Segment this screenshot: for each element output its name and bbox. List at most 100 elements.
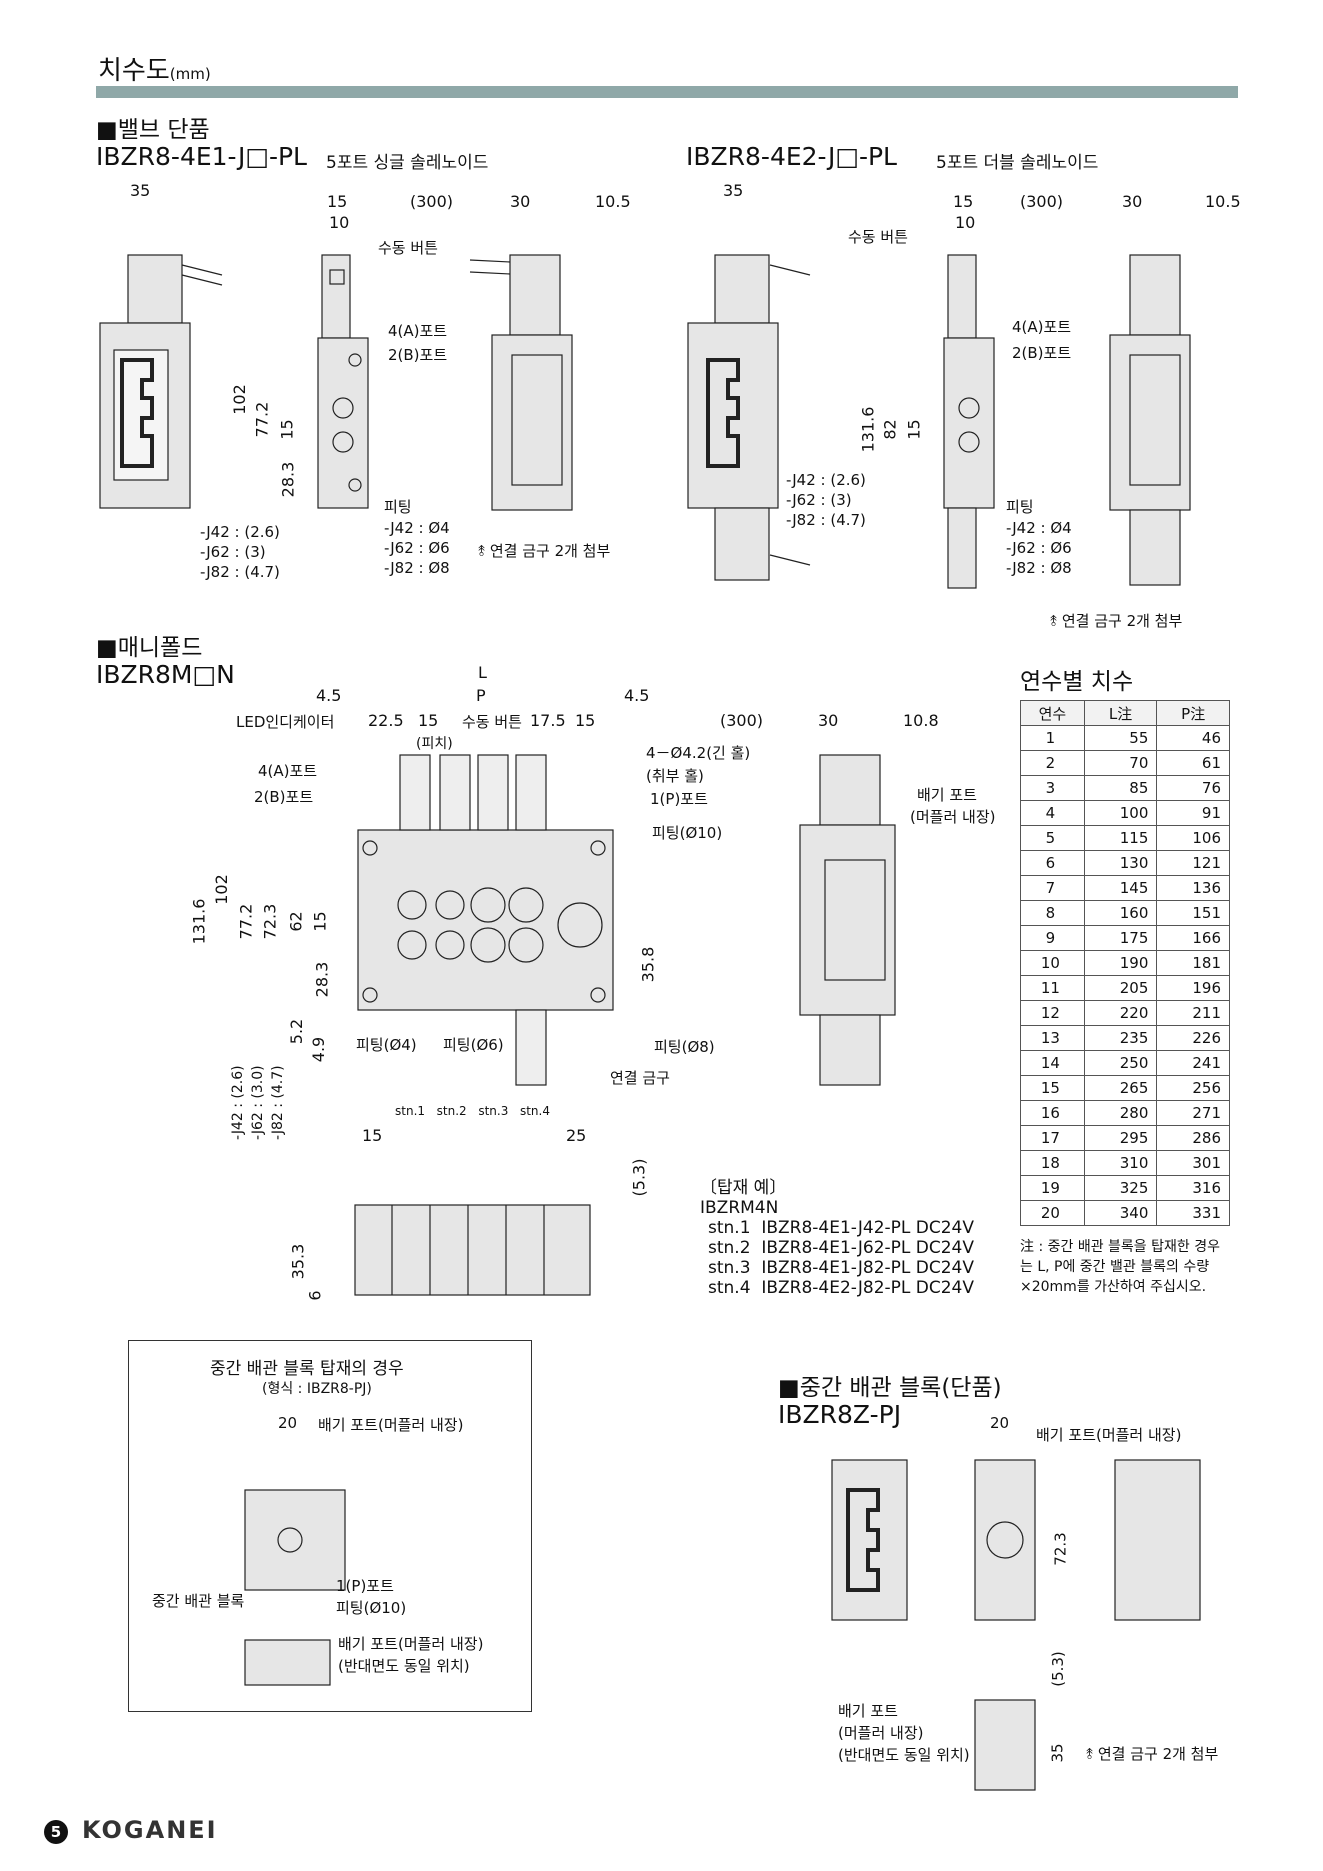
midblock-exhaust: 배기 포트(머플러 내장) xyxy=(1036,1426,1182,1444)
label-port-4a: 4(A)포트 xyxy=(1012,318,1072,336)
table-cell: 331 xyxy=(1156,1200,1230,1226)
station-label: stn.2 xyxy=(436,1104,467,1118)
dim-6: 6 xyxy=(305,1290,325,1301)
col-header: P注 xyxy=(1156,700,1230,726)
table-cell: 316 xyxy=(1156,1175,1230,1201)
example-row: stn.3 IBZR8-4E1-J82-PL DC24V xyxy=(708,1258,974,1278)
j-offset-item: -J82 : (4.7) xyxy=(786,511,866,529)
table-cell: 20 xyxy=(1020,1200,1085,1226)
valve-right-rear-view xyxy=(1109,254,1191,586)
example-row: stn.1 IBZR8-4E1-J42-PL DC24V xyxy=(708,1218,974,1238)
table-cell: 19 xyxy=(1020,1175,1085,1201)
label-bracket: 연결 금구 xyxy=(610,1069,670,1087)
label-fitting: 피팅 xyxy=(1006,498,1034,516)
midbox-form: (형식 : IBZR8-PJ) xyxy=(262,1381,372,1397)
midblock-exhaust-note: 배기 포트 (머플러 내장) (반대면도 동일 위치) xyxy=(838,1700,970,1766)
dim-131-6: 131.6 xyxy=(189,898,209,945)
midblock-front-view xyxy=(831,1459,908,1621)
j-offset-item: -J42 : (2.6) xyxy=(786,471,866,489)
fitting-size-item: -J62 : Ø6 xyxy=(1006,539,1072,557)
label-port-2b: 2(B)포트 xyxy=(388,346,448,364)
valve-right-side-view xyxy=(943,254,995,589)
example-model: IBZRM4N xyxy=(700,1198,779,1218)
label-fitting-4: 피팅(Ø4) xyxy=(356,1036,417,1054)
dim-4-5-left: 4.5 xyxy=(316,686,342,705)
table-cell: 340 xyxy=(1083,1200,1158,1226)
table-cell: 1 xyxy=(1020,725,1085,751)
midbox-same: (반대면도 동일 위치) xyxy=(338,1657,470,1675)
j-offset-item: -J42 : (2.6) xyxy=(200,523,280,541)
same-position-label: (반대면도 동일 위치) xyxy=(838,1746,970,1764)
valve-section-title: ■밸브 단품 xyxy=(96,117,210,143)
manifold-model: IBZR8M□N xyxy=(96,660,235,689)
dim-17-5: 17.5 xyxy=(530,711,566,730)
table-cell: 115 xyxy=(1083,825,1158,851)
table-cell: 11 xyxy=(1020,975,1085,1001)
table-cell: 17 xyxy=(1020,1125,1085,1151)
dim-77-2: 77.2 xyxy=(252,401,272,438)
dim-5-2: 5.2 xyxy=(287,1018,307,1045)
table-cell: 121 xyxy=(1156,850,1230,876)
midblock-dim-72-3: 72.3 xyxy=(1051,1532,1070,1566)
label-fitting-6: 피팅(Ø6) xyxy=(443,1036,504,1054)
dim-35: 35 xyxy=(130,181,151,200)
exhaust-label: 배기 포트 xyxy=(838,1702,898,1720)
table-cell: 14 xyxy=(1020,1050,1085,1076)
dim-102: 102 xyxy=(229,384,249,415)
table-cell: 85 xyxy=(1083,775,1158,801)
midbox-front-drawing xyxy=(244,1639,331,1686)
dim-102: 102 xyxy=(211,874,231,905)
midbox-dim-20: 20 xyxy=(278,1414,298,1432)
valve-left-model: IBZR8-4E1-J□-PL xyxy=(96,142,307,171)
dim-28-3: 28.3 xyxy=(312,961,332,998)
example-row: stn.4 IBZR8-4E2-J82-PL DC24V xyxy=(708,1278,974,1298)
manifold-side-view xyxy=(799,754,896,1086)
attach-text: 연결 금구 2개 첨부 xyxy=(489,542,611,560)
dim-62: 62 xyxy=(286,911,306,932)
table-cell: 7 xyxy=(1020,875,1085,901)
mount-example: 〔탑재 예〕 IBZRM4N stn.1 IBZR8-4E1-J42-PL DC… xyxy=(700,1178,974,1298)
label-mount: (취부 홀) xyxy=(646,767,704,785)
midblock-dim-35: 35 xyxy=(1048,1743,1067,1763)
dim-15-v: 15 xyxy=(277,419,297,440)
label-fitting-8: 피팅(Ø8) xyxy=(654,1038,715,1056)
table-cell: 91 xyxy=(1156,800,1230,826)
dim-15-pitch: 15 xyxy=(418,711,439,730)
midbox-fit-10: 피팅(Ø10) xyxy=(336,1599,407,1617)
attach-text: 연결 금구 2개 첨부 xyxy=(1097,1745,1219,1763)
midblock-bottom-view xyxy=(974,1699,1036,1791)
station-label: stn.1 xyxy=(395,1104,426,1118)
label-exhaust: 배기 포트 xyxy=(917,786,977,804)
dim-131-6: 131.6 xyxy=(858,406,878,453)
midbox-exhaust-2: 배기 포트(머플러 내장) xyxy=(338,1635,484,1653)
table-cell: 46 xyxy=(1156,725,1230,751)
muffler-label: (머플러 내장) xyxy=(838,1724,924,1742)
midbox-title: 중간 배관 블록 탑재의 경우 xyxy=(210,1359,404,1379)
dim-10: 10 xyxy=(329,213,350,232)
page-title: 치수도(mm) xyxy=(98,56,211,86)
label-port-2b: 2(B)포트 xyxy=(254,788,314,806)
dim-4-9: 4.9 xyxy=(309,1036,329,1063)
dim-10: 10 xyxy=(955,213,976,232)
table-cell: 18 xyxy=(1020,1150,1085,1176)
table-cell: 265 xyxy=(1083,1075,1158,1101)
label-port-2b: 2(B)포트 xyxy=(1012,344,1072,362)
table-cell: 3 xyxy=(1020,775,1085,801)
label-manual-button: 수동 버튼 xyxy=(378,239,438,257)
dim-4-5-right: 4.5 xyxy=(624,686,650,705)
label-fitting: 피팅 xyxy=(384,498,412,516)
j-offset-list: -J42 : (2.6) -J62 : (3) -J82 : (4.7) xyxy=(786,470,866,530)
table-cell: 55 xyxy=(1083,725,1158,751)
dim-300: (300) xyxy=(1020,192,1064,211)
dim-P: P xyxy=(476,686,486,705)
station-table-title: 연수별 치수 xyxy=(1020,669,1134,695)
